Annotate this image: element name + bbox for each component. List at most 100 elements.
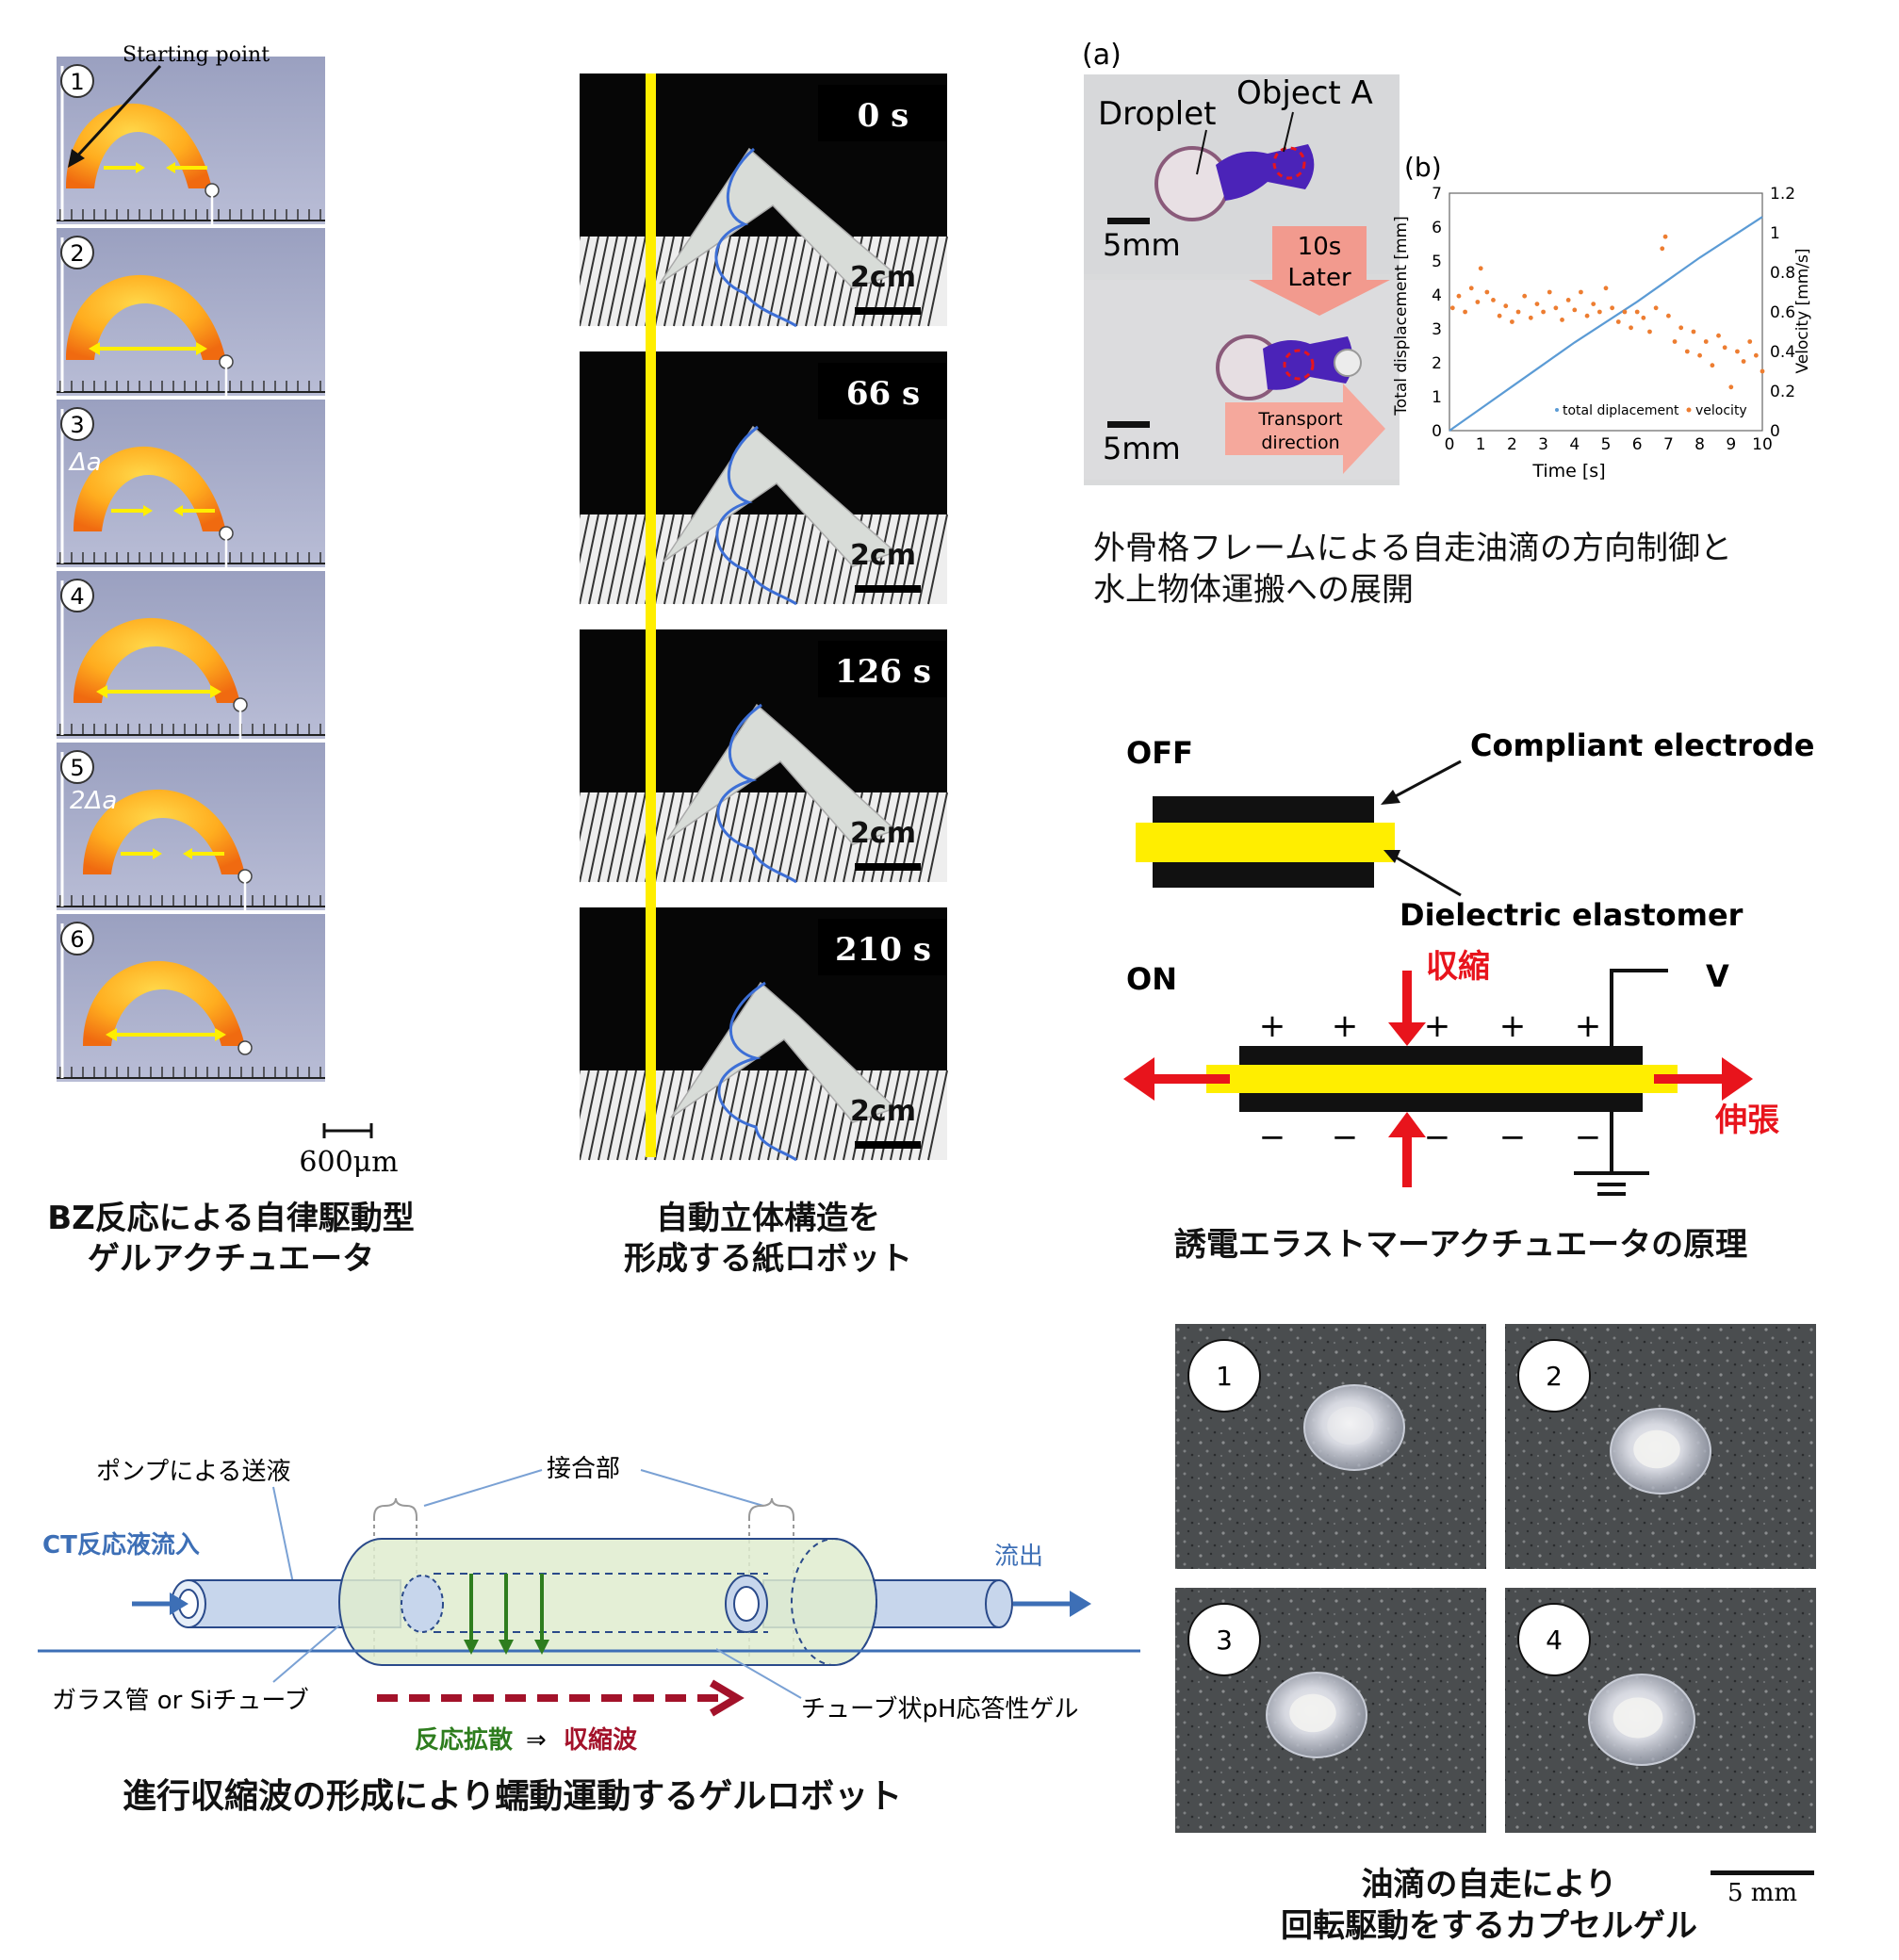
velocity-point: [1697, 352, 1702, 358]
plus-charge: +: [1499, 1007, 1527, 1045]
velocity-point: [1666, 313, 1671, 318]
later-line1: 10s: [1298, 233, 1342, 261]
velocity-point: [1484, 289, 1490, 295]
gel-arch: [74, 446, 226, 531]
x-tick-label: 9: [1726, 435, 1736, 454]
velocity-point: [1716, 333, 1721, 338]
y2-tick-label: 0.4: [1770, 343, 1795, 362]
legend-velocity: velocity: [1695, 403, 1747, 418]
starting-point-label: Starting point: [123, 43, 270, 67]
velocity-point: [1710, 363, 1715, 368]
velocity-point: [1610, 305, 1615, 311]
oil-droplet: [1633, 1429, 1680, 1469]
x-tick-label: 3: [1538, 435, 1548, 454]
y2-tick-label: 1.2: [1770, 185, 1795, 204]
diffusion-arrow-symbol: ⇒: [526, 1726, 547, 1755]
velocity-point: [1722, 345, 1727, 351]
y-tick-label: 5: [1432, 253, 1442, 271]
peristaltic-diagram: ポンプによる送液 接合部 CT反応液流入 流出: [38, 1455, 1140, 1755]
paper-robot-body: [659, 147, 897, 289]
velocity-point: [1735, 349, 1740, 354]
velocity-point: [1603, 286, 1609, 291]
frame-number-badge: [60, 64, 94, 98]
label-b: (b): [1404, 152, 1442, 183]
velocity-point: [1678, 325, 1684, 331]
y2-tick-label: 0: [1770, 422, 1780, 441]
velocity-point: [1579, 289, 1583, 295]
gel-arch: [66, 274, 226, 360]
frame-number-badge: [60, 750, 94, 784]
off-label: OFF: [1126, 735, 1193, 771]
capsule-number-badge: [1517, 1339, 1591, 1413]
velocity-point: [1622, 309, 1628, 315]
capsule-number-badge: [1187, 1603, 1261, 1676]
gel-arch: [83, 960, 245, 1046]
object-a-shape-2: [1263, 336, 1353, 390]
velocity-point: [1647, 329, 1652, 335]
bz-caption: BZ反応による自律駆動型 ゲルアクチュエータ: [19, 1199, 443, 1280]
plus-charge: +: [1424, 1007, 1451, 1045]
dielectric-elastomer-label: Dielectric elastomer: [1400, 897, 1743, 933]
outflow-label: 流出: [994, 1543, 1043, 1571]
velocity-point: [1534, 302, 1540, 306]
blue-wire: [715, 425, 797, 606]
legend-marker-displacement: [1555, 408, 1559, 412]
velocity-point: [1641, 315, 1646, 320]
frame-number: 2: [70, 240, 84, 267]
plus-charge: +: [1332, 1007, 1359, 1045]
plus-charge: +: [1259, 1007, 1286, 1045]
legend-marker-velocity: [1686, 407, 1692, 413]
frame-number-badge: [60, 922, 94, 956]
droplet-figure: (a) Droplet Object A 5mm 10s Later Trans…: [1082, 39, 1400, 485]
y-tick-label: 1: [1432, 388, 1442, 407]
y-tick-label: 6: [1432, 219, 1442, 237]
object-a-label: Object A: [1236, 74, 1373, 112]
y-tick-label: 2: [1432, 354, 1442, 373]
y2-tick-label: 1: [1770, 224, 1780, 243]
frame-number-badge: [60, 579, 94, 612]
glass-tube-label: ガラス管 or Siチューブ: [52, 1687, 309, 1715]
velocity-point: [1662, 234, 1668, 239]
velocity-point: [1591, 302, 1596, 306]
bz-caption-line2: ゲルアクチュエータ: [87, 1240, 375, 1278]
capsule-number-badge: [1517, 1603, 1591, 1676]
joint-brace-right: [748, 1497, 794, 1518]
scale-bottom-label: 5mm: [1103, 431, 1181, 466]
velocity-point: [1660, 246, 1665, 252]
paper-scale-label: 2cm: [850, 539, 916, 572]
voltage-label: V: [1706, 958, 1729, 994]
minus-charge: −: [1424, 1119, 1451, 1156]
pump-label: ポンプによる送液: [96, 1458, 290, 1486]
joint-label: 接合部: [547, 1455, 620, 1483]
velocity-point: [1653, 305, 1659, 311]
label-a: (a): [1082, 39, 1121, 72]
peristaltic-caption: 進行収縮波の形成により蠕動運動するゲルロボット: [123, 1777, 903, 1816]
starting-point-arrowhead: [68, 149, 85, 168]
on-label: ON: [1126, 961, 1177, 997]
blue-wire: [716, 703, 797, 884]
blue-wire: [717, 981, 797, 1162]
x-tick-label: 2: [1507, 435, 1517, 454]
gel-tip-marker: [219, 354, 234, 369]
gel-arch: [66, 103, 212, 188]
capsule-number-badge: [1187, 1339, 1261, 1413]
paper-caption-line1: 自動立体構造を: [656, 1200, 880, 1237]
gel-arch: [74, 617, 240, 703]
paper-scale-label: 2cm: [850, 1095, 916, 1128]
oil-droplet: [1613, 1697, 1663, 1739]
time-label: 66 s: [846, 375, 920, 413]
paper-robot-body: [666, 703, 897, 845]
scale-top-label: 5mm: [1103, 227, 1181, 263]
paper-robot-body: [663, 425, 897, 567]
starting-point-arrow: [72, 64, 162, 162]
paper-caption: 自動立体構造を 形成する紙ロボット: [565, 1199, 971, 1280]
voltage-wire: [1610, 969, 1668, 1046]
y-tick-label: 4: [1432, 286, 1442, 305]
blue-wire: [714, 147, 797, 328]
oil-droplet: [1327, 1406, 1374, 1446]
capsule-caption-line1: 油滴の自走により: [1361, 1866, 1617, 1903]
velocity-point: [1491, 298, 1496, 302]
